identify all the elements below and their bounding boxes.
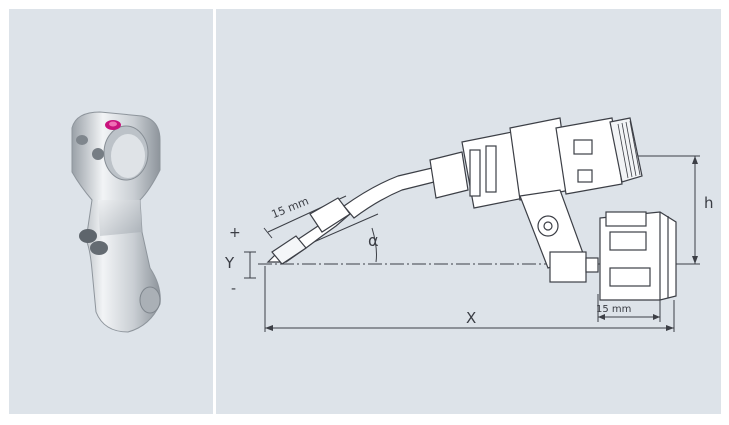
y-dimension-label: Y xyxy=(225,254,235,272)
x-dimension-label: X xyxy=(466,309,477,327)
h-dimension-label: h xyxy=(704,194,714,212)
body-15mm-label: 15 mm xyxy=(596,304,632,315)
plus-sign-label: + xyxy=(229,225,241,241)
minus-sign-label: - xyxy=(231,281,237,297)
alpha-angle-label: α xyxy=(368,231,379,250)
